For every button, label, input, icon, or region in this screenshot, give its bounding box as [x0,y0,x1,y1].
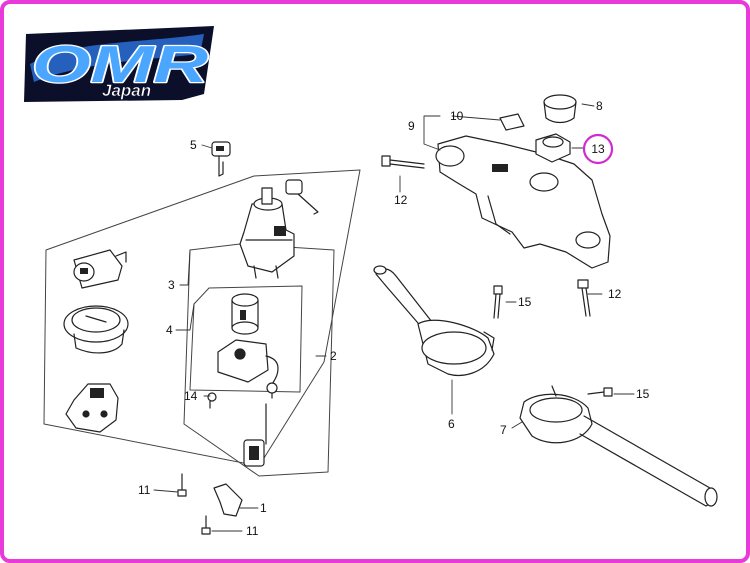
screw-11b-icon [201,515,211,535]
lock-bracket-icon [65,383,119,433]
callout-15b: 15 [636,387,650,401]
highlight-label-13: 13 [591,142,605,156]
group-outline-4 [189,285,303,393]
key-icon [211,141,231,177]
callout-8: 8 [596,99,603,113]
logo-sub-text: Japan [102,81,151,100]
lock-cylinder-icon [231,293,259,335]
bolt-12a-icon [381,155,425,169]
ignition-switch-icon [239,187,295,279]
callout-7: 7 [500,423,507,437]
seat-lock-icon [73,249,127,289]
group-outline-2 [43,169,361,467]
leader-lines [153,103,635,532]
highlight-ring-13 [582,133,614,165]
cap-8-icon [543,94,577,124]
ignition-group [43,141,361,535]
logo-brand-text: OMR [32,36,209,94]
right-handlebar-7 [519,385,718,507]
callout-3: 3 [168,278,175,292]
callout-12a: 12 [394,193,408,207]
callout-4: 4 [166,323,173,337]
left-handlebar-6 [373,265,495,376]
callout-10: 10 [450,109,464,123]
callout-12b: 12 [608,287,622,301]
callout-1: 1 [260,501,267,515]
callout-9: 9 [408,119,415,133]
callout-11a: 11 [138,483,151,497]
ignition-key-icon [285,179,319,215]
callout-15a: 15 [518,295,532,309]
brand-logo: OMR Japan [24,26,214,102]
plate-10-icon [499,113,525,131]
callout-labels: 1 2 3 4 5 6 7 8 9 10 11 11 12 12 14 15 1… [138,99,650,538]
callout-5: 5 [190,138,197,152]
logo-swoosh [30,34,204,82]
clip-1-icon [213,483,243,517]
bolt-12b-icon [577,279,591,317]
parts-diagram: OMR Japan [24,26,718,538]
top-bridge-group [381,94,611,317]
callout-2: 2 [330,349,337,363]
callout-14: 14 [184,389,198,403]
screw-14-icon [207,392,217,409]
fuel-cap-icon [63,305,129,354]
bolt-15a-icon [493,285,503,319]
callout-6: 6 [448,417,455,431]
screw-11a-icon [177,473,187,497]
bolt-15b-icon [587,387,613,397]
stem-nut-13-icon [535,133,571,163]
callout-11b: 11 [246,524,259,538]
switch-base-icon [217,339,279,467]
